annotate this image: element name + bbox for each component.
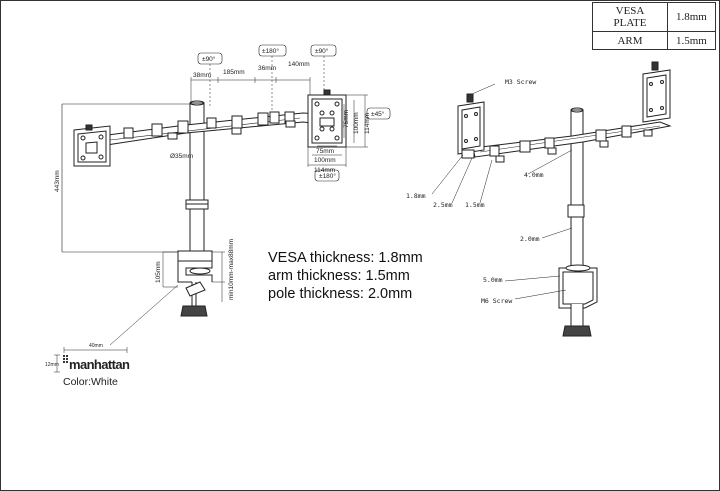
thickness-4-0-label: 4.0mm xyxy=(524,171,544,179)
m6-screw-label: M6 Screw xyxy=(481,297,512,305)
thickness-2-0-label: 2.0mm xyxy=(520,235,540,243)
logo-dimensions xyxy=(54,347,128,373)
perspective-view xyxy=(431,61,672,337)
logo-width-label: 40mm xyxy=(89,343,103,349)
dimension-36: 36mm xyxy=(258,65,276,72)
thickness-5-0-label: 5.0mm xyxy=(483,276,503,284)
dimension-105: 105mm xyxy=(155,261,162,283)
thickness-1-5-label: 1.5mm xyxy=(465,201,485,209)
pole-thickness-note: pole thickness: 2.0mm xyxy=(268,286,413,302)
svg-text:manhattan: manhattan xyxy=(69,357,130,372)
vesa-75-horizontal: 75mm xyxy=(316,148,334,155)
m3-screw-label: M3 Screw xyxy=(505,78,536,86)
manhattan-logo: manhattan xyxy=(62,354,131,372)
front-view xyxy=(61,44,391,346)
logo-height-label: 12mm xyxy=(45,362,59,368)
dimension-38: 38mm xyxy=(193,72,211,79)
pole-diameter: Ø35mm xyxy=(170,153,193,160)
arm-thickness-note: arm thickness: 1.5mm xyxy=(268,268,410,284)
dimension-185: 185mm xyxy=(223,69,245,76)
vesa-100-vertical: 100mm xyxy=(353,112,360,134)
color-label: Color:White xyxy=(63,376,118,388)
clamp-range: min10mm-max88mm xyxy=(228,239,235,300)
vesa-114-horizontal: 114mm xyxy=(314,167,335,174)
spec-row: VESA PLATE 1.8mm xyxy=(592,2,716,32)
spec-value: 1.5mm xyxy=(667,31,716,50)
spec-part: VESA PLATE xyxy=(592,2,668,32)
vesa-75-vertical: 75mm xyxy=(343,110,350,128)
spec-part: ARM xyxy=(592,31,668,50)
dimension-443: 443mm xyxy=(54,170,61,192)
spec-row: ARM 1.5mm xyxy=(592,31,716,50)
rotation-label-right: ±90° xyxy=(315,47,329,55)
spec-value: 1.8mm xyxy=(667,2,716,32)
vesa-114-vertical: 114mm xyxy=(364,113,371,134)
thickness-notes: VESA thickness: 1.8mm arm thickness: 1.5… xyxy=(268,249,423,303)
rotation-label-middle: ±180° xyxy=(262,47,279,55)
thickness-1-8-label: 1.8mm xyxy=(406,192,426,200)
swivel-label: ±180° xyxy=(319,172,336,180)
vesa-thickness-note: VESA thickness: 1.8mm xyxy=(268,250,423,266)
vesa-100-horizontal: 100mm xyxy=(314,157,336,164)
dimension-140: 140mm xyxy=(288,61,310,68)
tilt-label: ±45° xyxy=(371,110,385,118)
thickness-spec-table: VESA PLATE 1.8mm ARM 1.5mm xyxy=(592,2,716,50)
rotation-label-left: ±90° xyxy=(202,55,216,63)
thickness-2-5-label: 2.5mm xyxy=(433,201,453,209)
